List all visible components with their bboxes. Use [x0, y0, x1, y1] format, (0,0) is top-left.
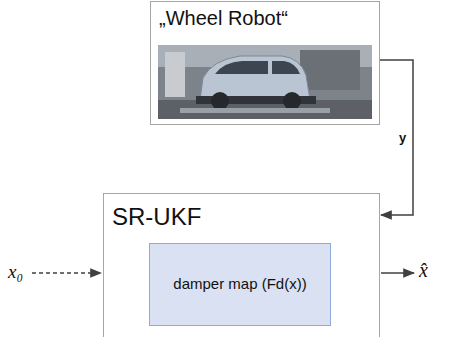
- robot-photo: [158, 45, 372, 119]
- system-box: „Wheel Robot“: [150, 1, 380, 125]
- node-text: SR-UKF: [112, 202, 371, 232]
- estimate: x̂: [419, 259, 428, 282]
- init-arrow: [32, 272, 101, 274]
- output-arrow: [381, 272, 414, 274]
- map-box: damper map (Fd(x)): [149, 243, 331, 326]
- node-text: „Wheel Robot“: [159, 6, 371, 31]
- initial-state: x₀: [8, 261, 23, 283]
- filter-box: SR-UKF damper map (Fd(x)): [103, 193, 380, 337]
- signal-arrow: [380, 60, 413, 215]
- signal-label: y: [399, 130, 406, 145]
- node-text: damper map (Fd(x)): [160, 275, 320, 294]
